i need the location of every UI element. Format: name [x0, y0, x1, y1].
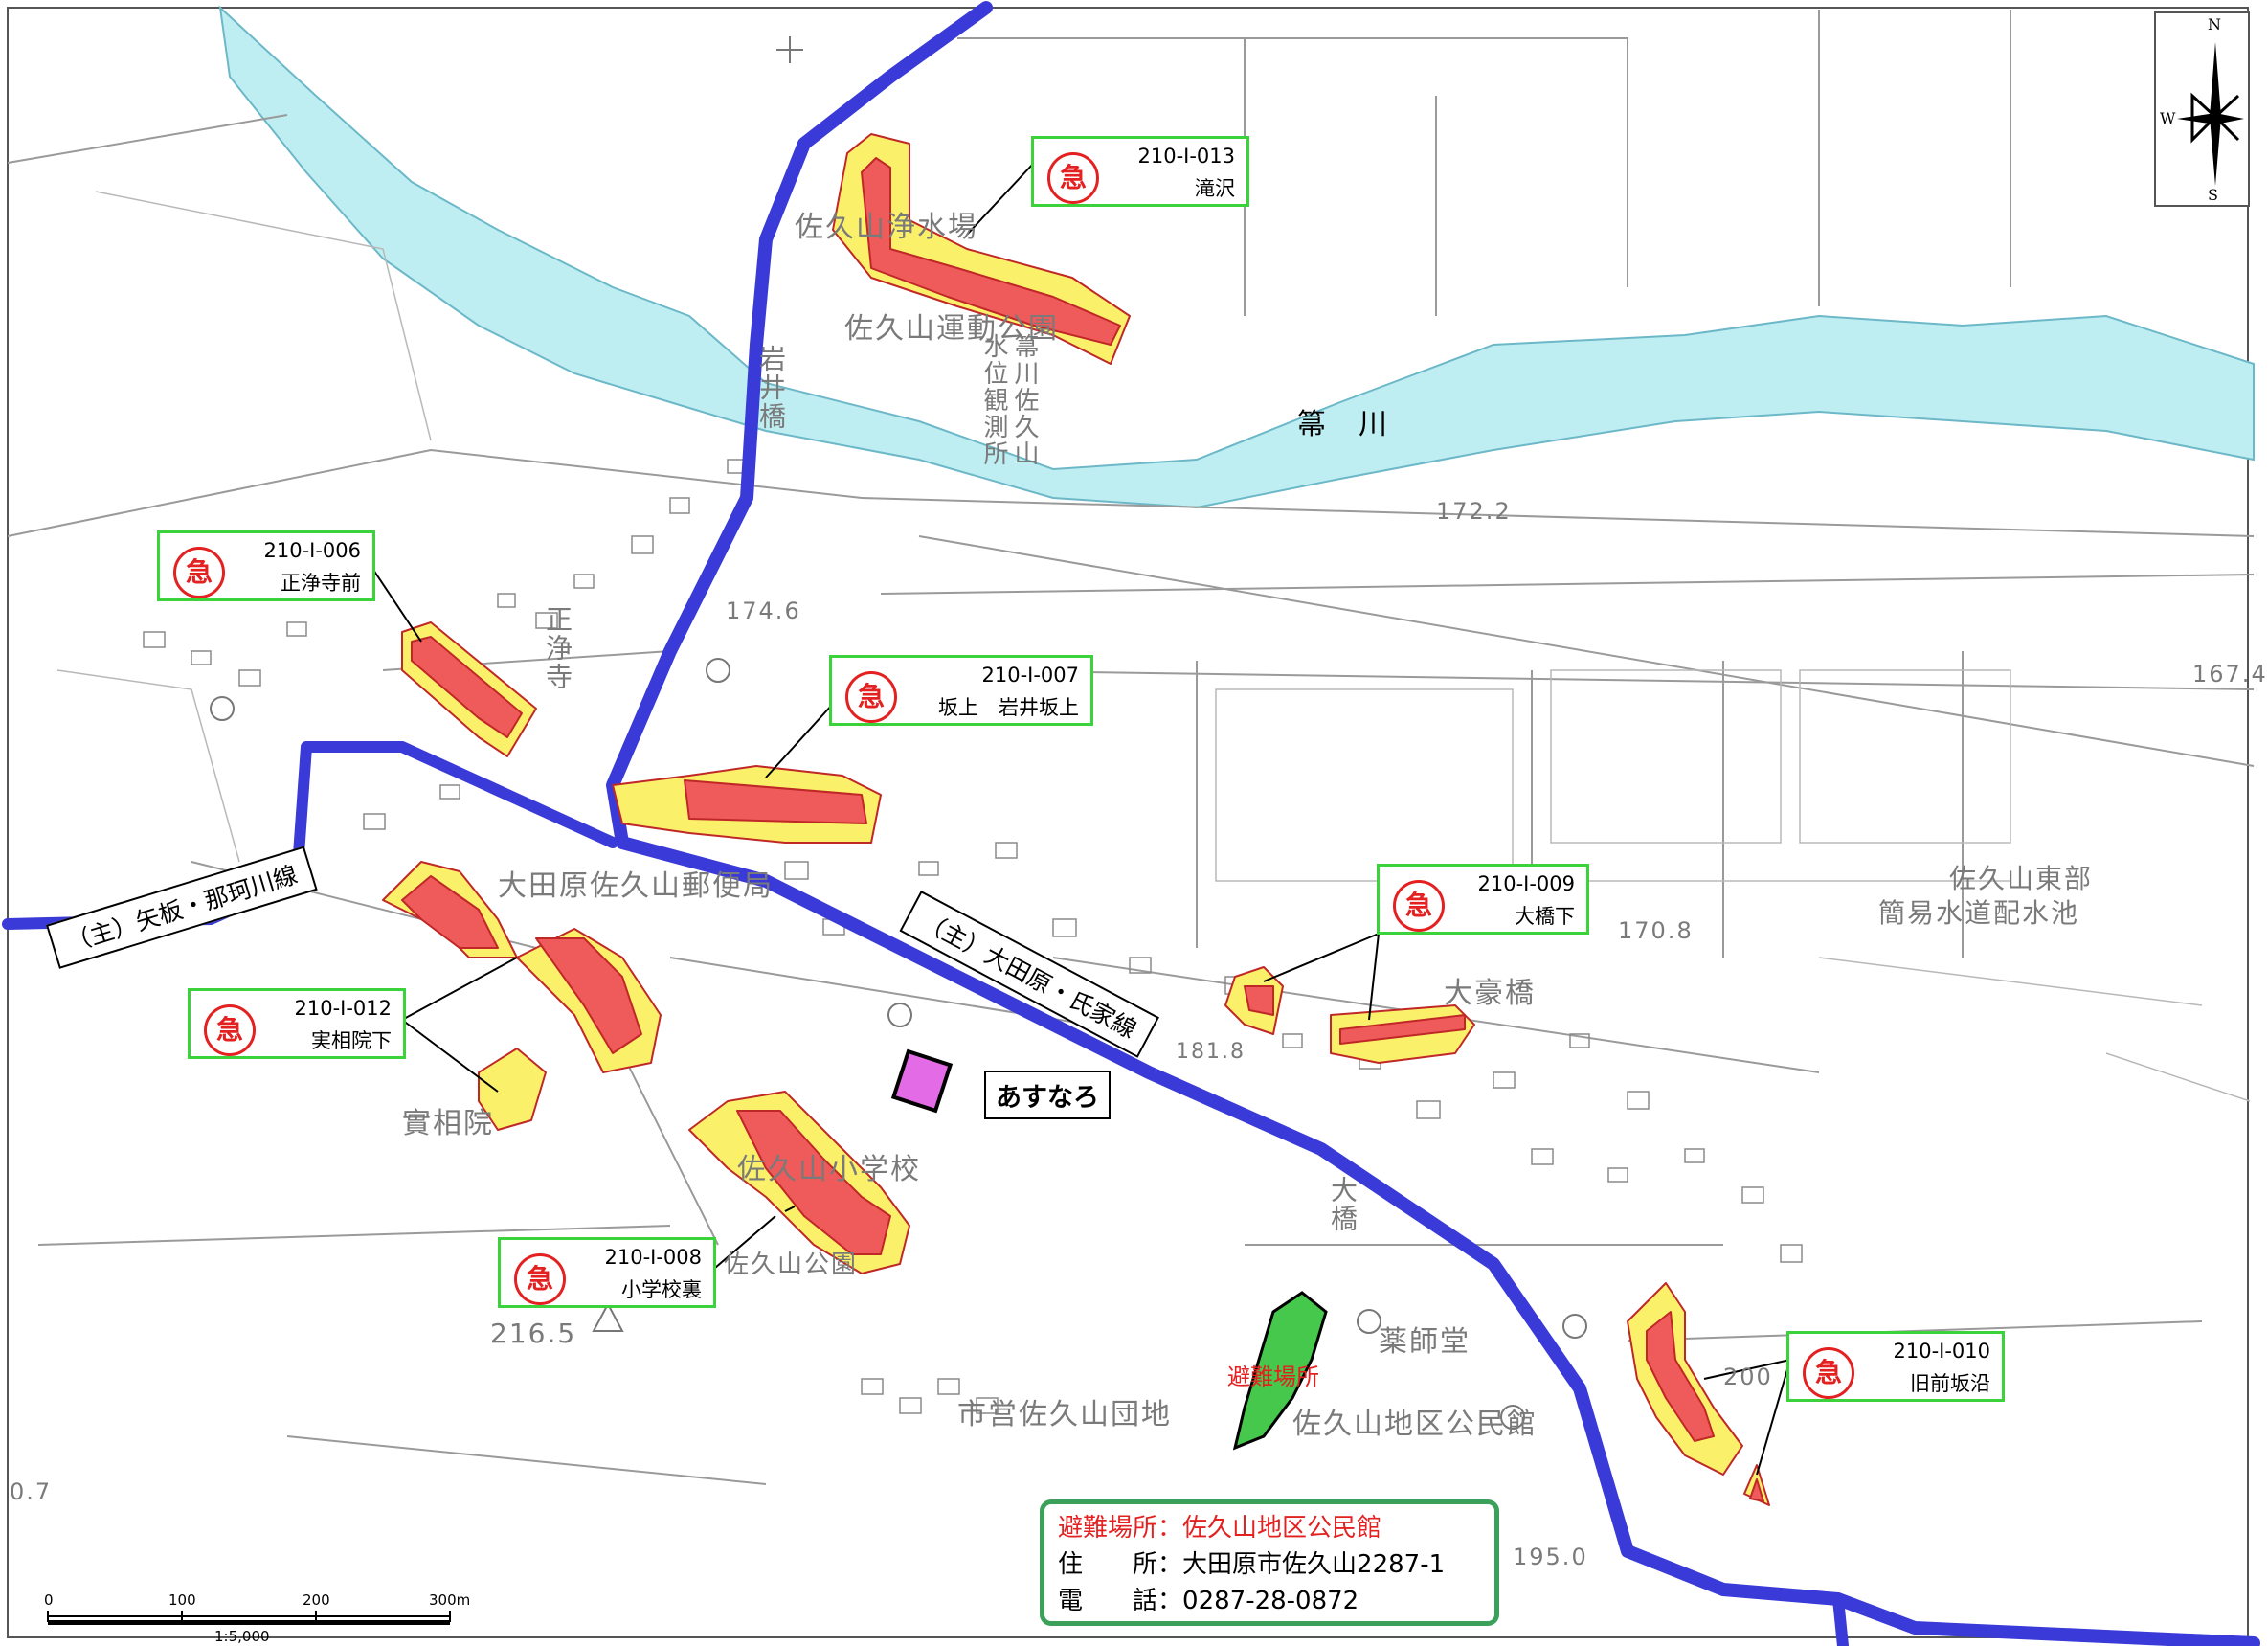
callout-009: 急 210-Ⅰ-009 大橋下 [1377, 864, 1589, 935]
callout-name: 正浄寺前 [281, 572, 361, 595]
callout-name: 坂上 岩井坂上 [938, 696, 1079, 719]
address-label: 住 所 [1058, 1550, 1158, 1579]
shelter-area [1232, 1291, 1328, 1451]
callout-id: 210-Ⅰ-013 [1137, 145, 1235, 168]
compass-n: N [2208, 15, 2221, 34]
compass-s: S [2208, 186, 2218, 204]
map-label-suidou1: 佐久山東部 [1949, 863, 2094, 894]
callout-name: 滝沢 [1195, 177, 1235, 200]
address-value: 大田原市佐久山2287-1 [1182, 1550, 1446, 1579]
elevation: 200 [1723, 1364, 1773, 1390]
river-label: 箒 川 [1297, 408, 1389, 441]
phone-value: 0287-28-0872 [1182, 1587, 1359, 1615]
map-label-danchi: 市営佐久山団地 [957, 1398, 1172, 1432]
callout-name: 実相院下 [311, 1029, 392, 1052]
map-label-jissouin: 實相院 [402, 1107, 494, 1140]
steep-slope-icon: 急 [1047, 152, 1099, 204]
callout-013: 急 210-Ⅰ-013 滝沢 [1031, 136, 1249, 207]
callout-id: 210-Ⅰ-009 [1477, 872, 1575, 895]
callout-name: 旧前坂沿 [1910, 1372, 1990, 1395]
callout-name: 大橋下 [1515, 905, 1575, 928]
callout-id: 210-Ⅰ-007 [981, 664, 1079, 687]
callout-id: 210-Ⅰ-012 [294, 997, 392, 1020]
shelter-phone-row: 電 話：0287-28-0872 [1058, 1587, 1359, 1615]
steep-slope-icon: 急 [173, 547, 225, 598]
shelter-label: 避難場所 [1227, 1364, 1319, 1390]
map-label-jousui: 佐久山浄水場 [795, 211, 978, 244]
river [218, 5, 2255, 509]
elevation: 170.8 [1618, 917, 1694, 944]
callout-id: 210-Ⅰ-008 [604, 1246, 702, 1269]
scale-bar: 0 100 200 300m 1:5,000 [44, 1591, 471, 1645]
steep-slope-icon: 急 [1393, 880, 1445, 932]
compass-rose: N S W [2154, 11, 2250, 207]
map-label-koumin: 佐久山地区公民館 [1292, 1408, 1538, 1441]
map-label-yakushi: 薬師堂 [1379, 1325, 1471, 1359]
map-label-ohashi2: 大橋 [1327, 1176, 1359, 1233]
callout-008: 急 210-Ⅰ-008 小学校裏 [498, 1237, 716, 1308]
map-label-park: 佐久山公園 [724, 1251, 859, 1279]
steep-slope-icon: 急 [204, 1004, 256, 1056]
compass-w: W [2160, 109, 2176, 127]
map-label-ohashi: 大豪橋 [1444, 977, 1536, 1010]
callout-012: 急 210-Ⅰ-012 実相院下 [188, 988, 406, 1059]
elevation: 195.0 [1513, 1544, 1588, 1570]
scale-ratio: 1:5,000 [214, 1628, 270, 1645]
map-label-suii2: 箒川佐久山 [1010, 333, 1039, 467]
elevation: 0.7 [10, 1478, 53, 1505]
map-label-undou: 佐久山運動公園 [844, 312, 1059, 346]
steep-slope-icon: 急 [845, 671, 897, 723]
steep-slope-icon: 急 [1803, 1347, 1854, 1399]
callout-id: 210-Ⅰ-006 [263, 539, 361, 562]
elevation: 181.8 [1176, 1040, 1246, 1064]
map-label-suii1: 水位観測所 [979, 333, 1008, 467]
elevation: 172.2 [1436, 498, 1512, 525]
compass-icon [2177, 42, 2244, 186]
callout-010: 急 210-Ⅰ-010 旧前坂沿 [1786, 1331, 2005, 1402]
callout-006: 急 210-Ⅰ-006 正浄寺前 [157, 530, 375, 601]
map-label-post: 大田原佐久山郵便局 [498, 869, 774, 903]
elevation: 174.6 [726, 598, 801, 624]
shelter-address-row: 住 所：大田原市佐久山2287-1 [1058, 1550, 1446, 1579]
map-label-shoujouji: 正浄寺 [542, 605, 573, 691]
map-label-suidou2: 簡易水道配水池 [1878, 897, 2080, 929]
hazard-zones [382, 133, 1770, 1506]
phone-label: 電 話 [1058, 1587, 1158, 1615]
facility-label: あすなろ [984, 1071, 1111, 1119]
map-label-school: 佐久山小学校 [737, 1153, 921, 1186]
callout-id: 210-Ⅰ-010 [1893, 1340, 1990, 1363]
shelter-info-title: 避難場所：佐久山地区公民館 [1058, 1514, 1382, 1543]
callout-name: 小学校裏 [621, 1278, 702, 1301]
facility-area [890, 1048, 954, 1114]
steep-slope-icon: 急 [514, 1253, 566, 1305]
shelter-info-box: 避難場所：佐久山地区公民館 住 所：大田原市佐久山2287-1 電 話：0287… [1040, 1499, 1499, 1626]
map-label-iwai: 岩井橋 [755, 345, 787, 431]
elevation: 216.5 [490, 1318, 577, 1349]
callout-007: 急 210-Ⅰ-007 坂上 岩井坂上 [829, 655, 1093, 726]
elevation: 167.4 [2192, 661, 2268, 688]
